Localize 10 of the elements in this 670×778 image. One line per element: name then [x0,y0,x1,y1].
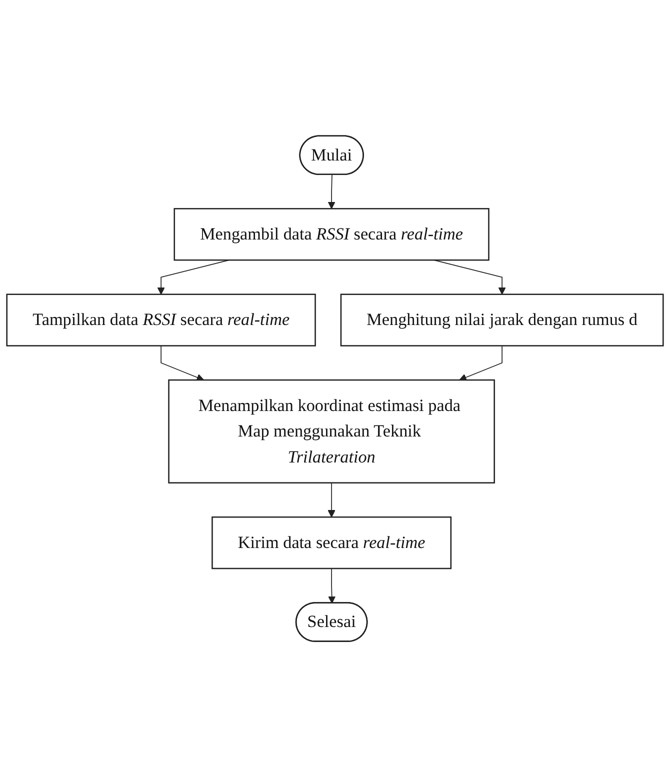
arrow [328,482,336,518]
arrow [328,568,336,604]
node-box: Mengambil data RSSI secara real-time [174,208,490,262]
arrow [459,346,502,382]
arrow [160,346,204,382]
arrow [328,174,336,210]
node-box: Menampilkan koordinat estimasi pada Map menggunakan Teknik Trilateration [168,380,495,484]
node-box: Kirim data secara real-time [212,516,452,570]
node-box: Menghitung nilai jarak dengan rumus d [340,294,664,347]
node-box: Tampilkan data RSSI secara real-time [6,294,316,347]
